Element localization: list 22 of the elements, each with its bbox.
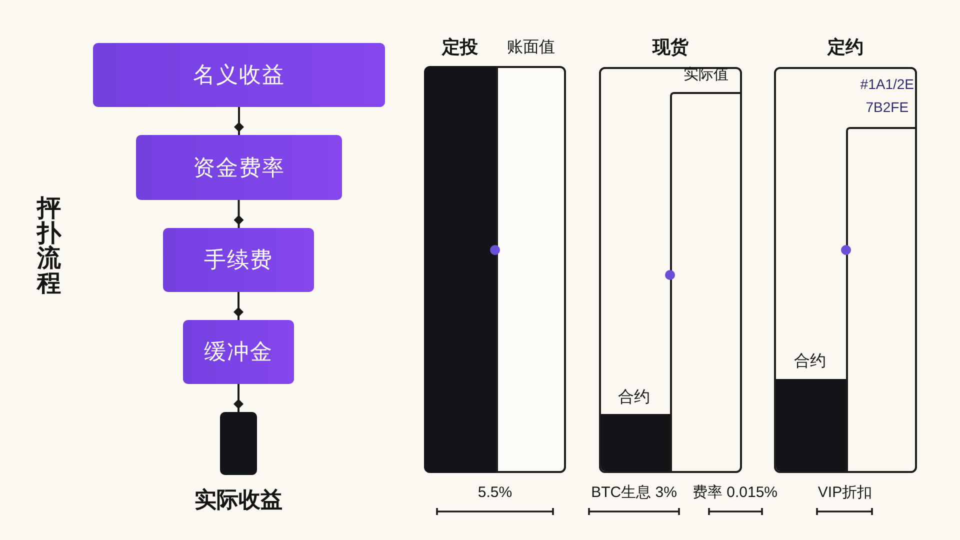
value-label: 实际值 <box>684 66 728 84</box>
process-box: 手续费 <box>163 228 314 292</box>
connector <box>234 107 244 135</box>
bar-label: 合约 <box>794 352 826 372</box>
connector <box>234 200 244 228</box>
code-text: #1A1/2E 7B2FE <box>860 75 914 117</box>
connector <box>234 384 244 412</box>
process-box: 资金费率 <box>136 135 342 200</box>
column-heading: 账面值 <box>507 38 555 58</box>
caption-text: 实际收益 <box>194 487 282 514</box>
note-label: 5.5% <box>478 484 512 502</box>
connector <box>234 292 244 320</box>
column-heading: 现货 <box>652 37 688 59</box>
note-label: BTC生息 3% <box>591 484 677 502</box>
column-heading: 定投 <box>442 37 478 59</box>
vertical-title: 抨扑流程 <box>36 196 62 296</box>
bar-label: 合约 <box>618 388 650 408</box>
note-label: VIP折扣 <box>818 484 872 502</box>
column-heading: 定约 <box>828 37 864 59</box>
process-box: 缓冲金 <box>183 320 294 384</box>
note-label: 费率 0.015% <box>692 484 778 502</box>
process-box: 名义收益 <box>93 43 385 107</box>
